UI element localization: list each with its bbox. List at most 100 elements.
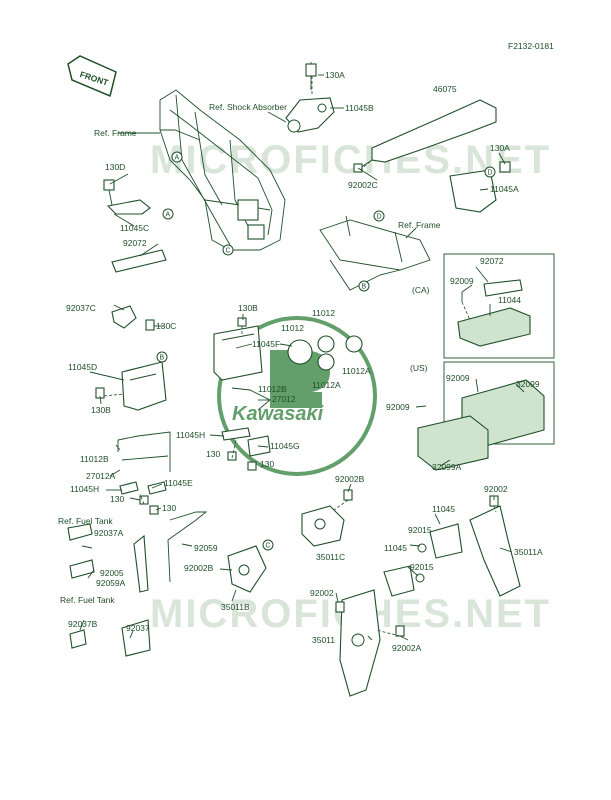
label-92072-a: 92072 (123, 238, 147, 248)
callout-b-1-text: B (362, 284, 367, 291)
label-92005: 92005 (100, 568, 124, 578)
label-130C: 130C (156, 321, 176, 331)
part-32099A (417, 415, 489, 471)
tube-92059 (167, 511, 208, 583)
washer-92015-a (417, 543, 427, 553)
label-32099: 32099 (516, 379, 540, 389)
label-130-c: 130 (110, 494, 124, 504)
bolt-130-center-b (247, 461, 257, 471)
bracket-35011B (227, 545, 267, 593)
label-ref-frame-2: Ref. Frame (398, 220, 441, 230)
grommet-11012-a (287, 339, 313, 365)
label-92009-c: 92009 (386, 402, 410, 412)
label-92037: 92037 (126, 623, 150, 633)
clip-92037C (111, 305, 137, 329)
logo-text: Kawasaki (232, 403, 324, 425)
callout-c-1: C (222, 244, 234, 256)
label-11045H-a: 11045H (176, 430, 205, 440)
label-11045G: 11045G (270, 441, 300, 451)
label-32099A: 32099A (432, 462, 462, 472)
grommet-11012A-a (317, 353, 335, 371)
label-92009-b: 92009 (446, 373, 470, 383)
callout-a-2: A (162, 208, 174, 220)
label-130-a: 130 (206, 449, 220, 459)
label-27012-a: 27012 (272, 394, 296, 404)
label-11012A-a: 11012A (312, 380, 341, 390)
clamp-11045-right (429, 523, 463, 559)
callout-b-1: B (358, 280, 370, 292)
label-92002C: 92002C (348, 180, 378, 190)
label-130A-right: 130A (490, 143, 510, 153)
label-92072-b: 92072 (480, 256, 504, 266)
label-11045F: 11045F (252, 339, 280, 349)
label-11045D: 11045D (68, 362, 97, 372)
callout-d-1-text: D (377, 214, 382, 221)
bracket-35011A (469, 495, 521, 597)
clamp-11045H-left (119, 481, 139, 495)
bracket-35011C (301, 489, 353, 547)
label-11045A: 11045A (490, 184, 519, 194)
label-92009-a: 92009 (450, 276, 474, 286)
bolt-130C (145, 319, 155, 331)
callout-c-2-text: C (266, 543, 271, 550)
kawasaki-logo: Kawasaki (217, 316, 377, 476)
label-11045-b: 11045 (384, 543, 407, 553)
label-ref-frame-1: Ref. Frame (94, 128, 137, 138)
tube-92059-side (133, 534, 149, 593)
wire-center (231, 387, 271, 411)
wire-bracket-left (117, 431, 171, 472)
callout-b-2: B (156, 351, 168, 363)
label-92059: 92059 (194, 543, 218, 553)
figure-code: F2132-0181 (508, 41, 554, 51)
label-11045B: 11045B (345, 103, 374, 113)
clamp-11045H-center (221, 427, 251, 441)
main-frame (159, 89, 286, 251)
label-11044: 11044 (498, 295, 521, 305)
callout-c-2: C (262, 539, 274, 551)
leader-lines (79, 74, 525, 641)
label-11012B-a: 11012B (258, 384, 287, 394)
callout-c-1-text: C (226, 248, 231, 255)
callout-d-2: D (484, 166, 496, 178)
label-11045C: 11045C (120, 223, 149, 233)
label-11012-a: 11012 (281, 323, 304, 333)
label-130B-left: 130B (91, 405, 111, 415)
bracket-35011 (335, 589, 405, 697)
bracket-11045F (213, 317, 263, 381)
dashed-guides (103, 76, 497, 637)
label-92002-b: 92002 (310, 588, 334, 598)
label-92037C: 92037C (66, 303, 96, 313)
label-130-d: 130 (162, 503, 176, 513)
label-11045E: 11045E (164, 478, 193, 488)
tube-92037A (67, 523, 93, 541)
label-ref-fuel-2: Ref. Fuel Tank (60, 595, 115, 605)
label-92059A: 92059A (96, 578, 126, 588)
label-92002B-b: 92002B (184, 563, 214, 573)
label-92002B-a: 92002B (335, 474, 365, 484)
callout-a-1-text: A (175, 155, 180, 162)
clamp-11045-lower (383, 565, 415, 597)
label-11045H-b: 11045H (70, 484, 99, 494)
label-130A-top: 130A (325, 70, 345, 80)
ca-box (443, 253, 555, 359)
bracket-11045C (103, 179, 151, 215)
label-ca: (CA) (412, 285, 430, 295)
label-92015-a: 92015 (408, 525, 432, 535)
label-92037B: 92037B (68, 619, 98, 629)
label-130D: 130D (105, 162, 125, 172)
label-92015-b: 92015 (410, 562, 434, 572)
tube-92059A (69, 559, 95, 579)
wire-bracket-left-bar (121, 455, 169, 461)
part-labels: 130A 11045B Ref. Shock Absorber Ref. Fra… (58, 70, 543, 653)
label-92002A: 92002A (392, 643, 422, 653)
label-35011B: 35011B (221, 602, 250, 612)
label-ref-fuel-1: Ref. Fuel Tank (58, 516, 113, 526)
bracket-11045D (95, 361, 167, 411)
clamp-11045E (147, 481, 167, 495)
callout-b-2-text: B (160, 355, 165, 362)
label-27012A: 27012A (86, 471, 116, 481)
label-130-b: 130 (260, 459, 274, 469)
grommet-11012A-b (345, 335, 363, 353)
grommet-11012-b (317, 335, 335, 353)
